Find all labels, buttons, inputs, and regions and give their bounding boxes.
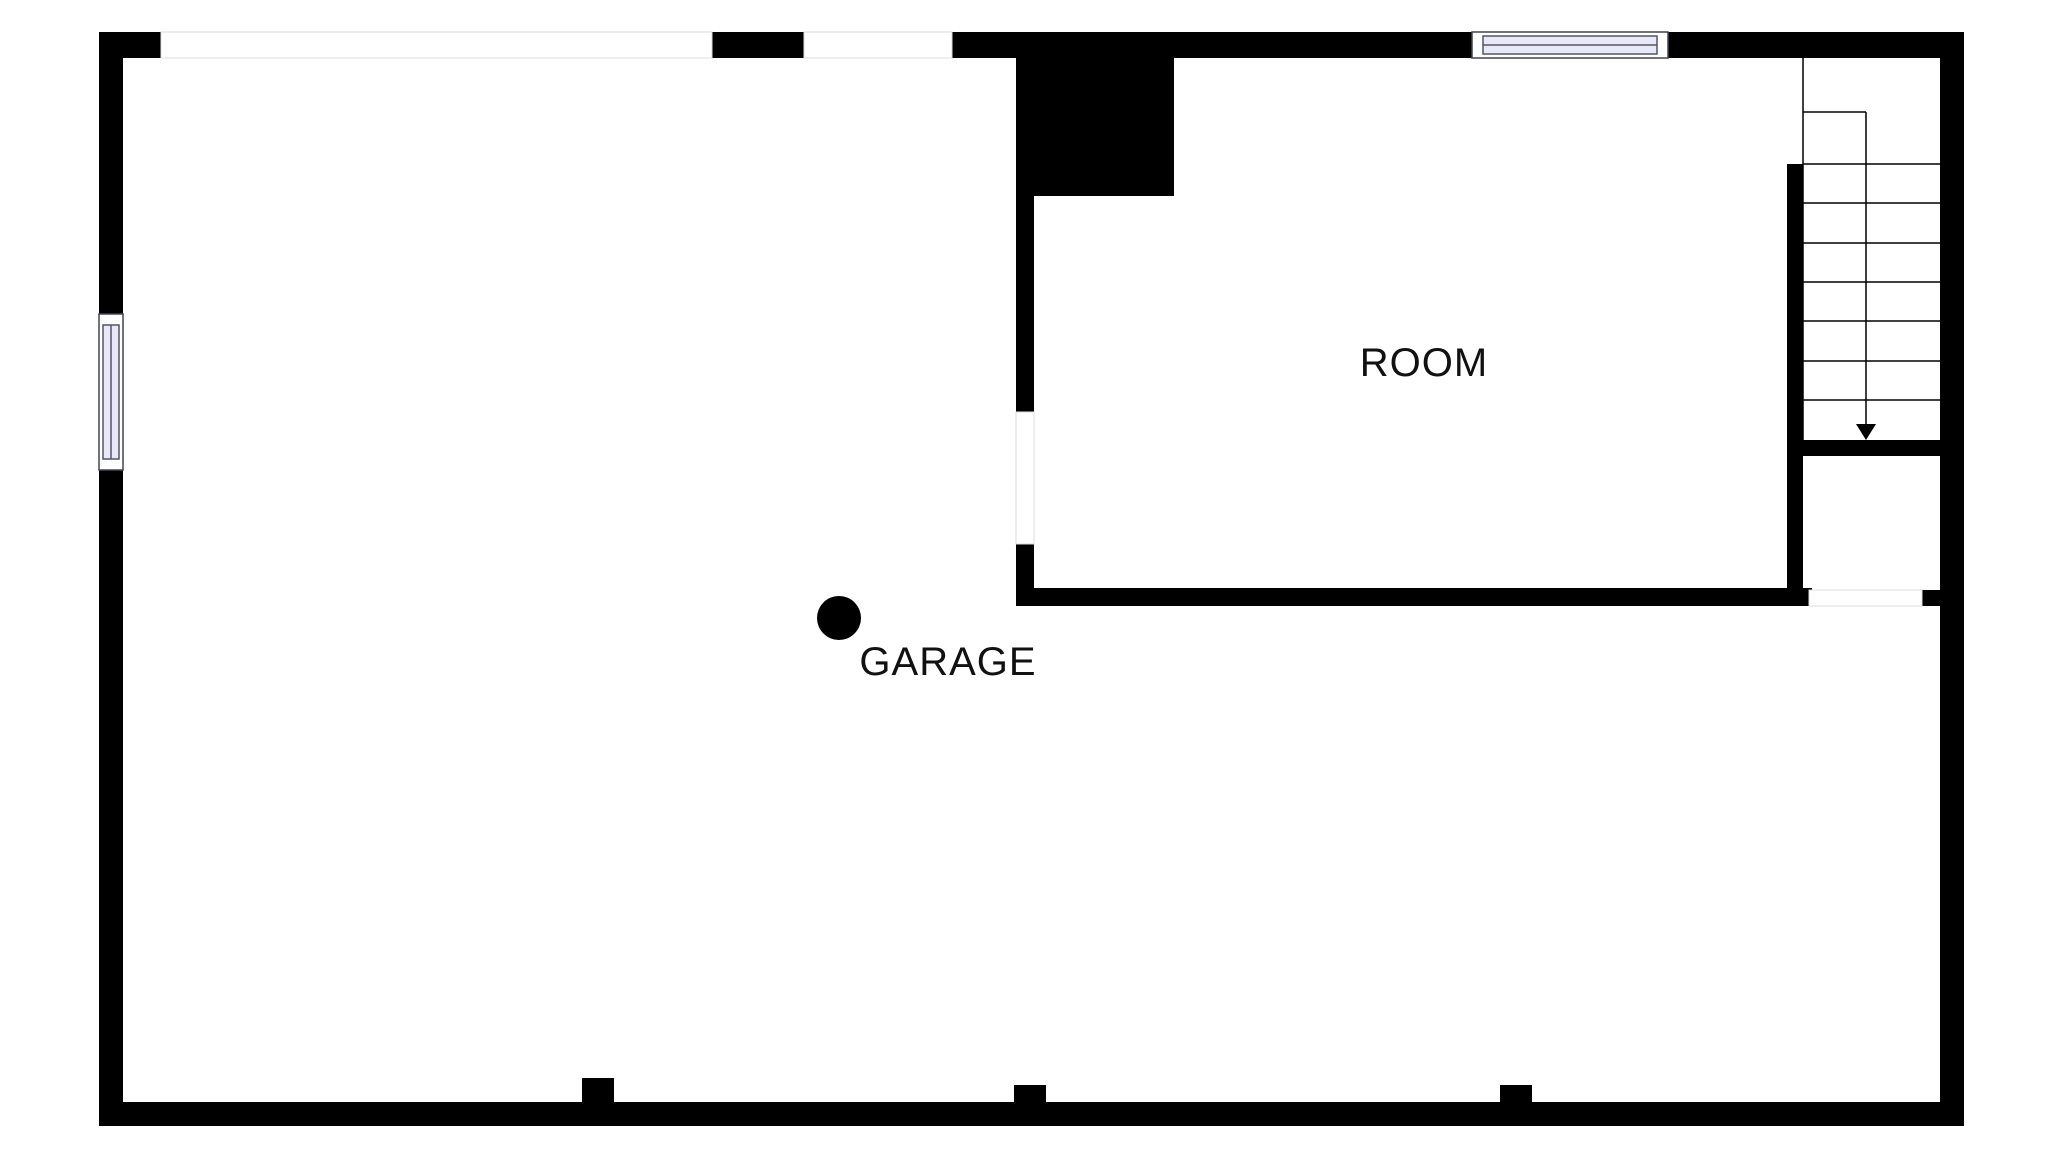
pilaster-1 — [582, 1078, 614, 1104]
window-top — [1471, 31, 1669, 59]
wall-left-upper — [99, 32, 123, 314]
opening-top-1 — [160, 31, 713, 59]
stairs — [1802, 58, 1940, 440]
pilaster-3 — [1500, 1085, 1532, 1104]
room-door-opening — [1015, 411, 1035, 545]
room-wall-right — [1787, 164, 1803, 606]
wall-right — [1940, 32, 1964, 1126]
room-label-garage: GARAGE — [859, 640, 1036, 684]
support-post-icon — [817, 596, 861, 640]
closet-wall-bottom-right — [1922, 590, 1964, 606]
top-openings — [160, 31, 953, 59]
room-wall-left-upper — [1016, 32, 1034, 412]
stairs-down-arrow-icon — [1856, 424, 1876, 440]
stair-landing-wall — [1787, 440, 1964, 456]
wall-left-lower — [99, 470, 123, 1126]
chimney-block — [1016, 32, 1174, 196]
closet-wall-bottom-left — [1787, 590, 1809, 606]
room-wall-bottom — [1016, 588, 1812, 606]
wall-bottom — [99, 1102, 1964, 1126]
interior-walls — [1016, 32, 1964, 606]
closet-door-opening — [1808, 589, 1923, 607]
room-label-room: ROOM — [1360, 341, 1488, 385]
wall-top-right — [1668, 32, 1964, 58]
window-left — [98, 313, 124, 471]
wall-top-between-openings — [712, 32, 804, 58]
opening-top-2 — [803, 31, 953, 59]
pilaster-2 — [1014, 1085, 1046, 1104]
exterior-walls — [99, 32, 1964, 1126]
